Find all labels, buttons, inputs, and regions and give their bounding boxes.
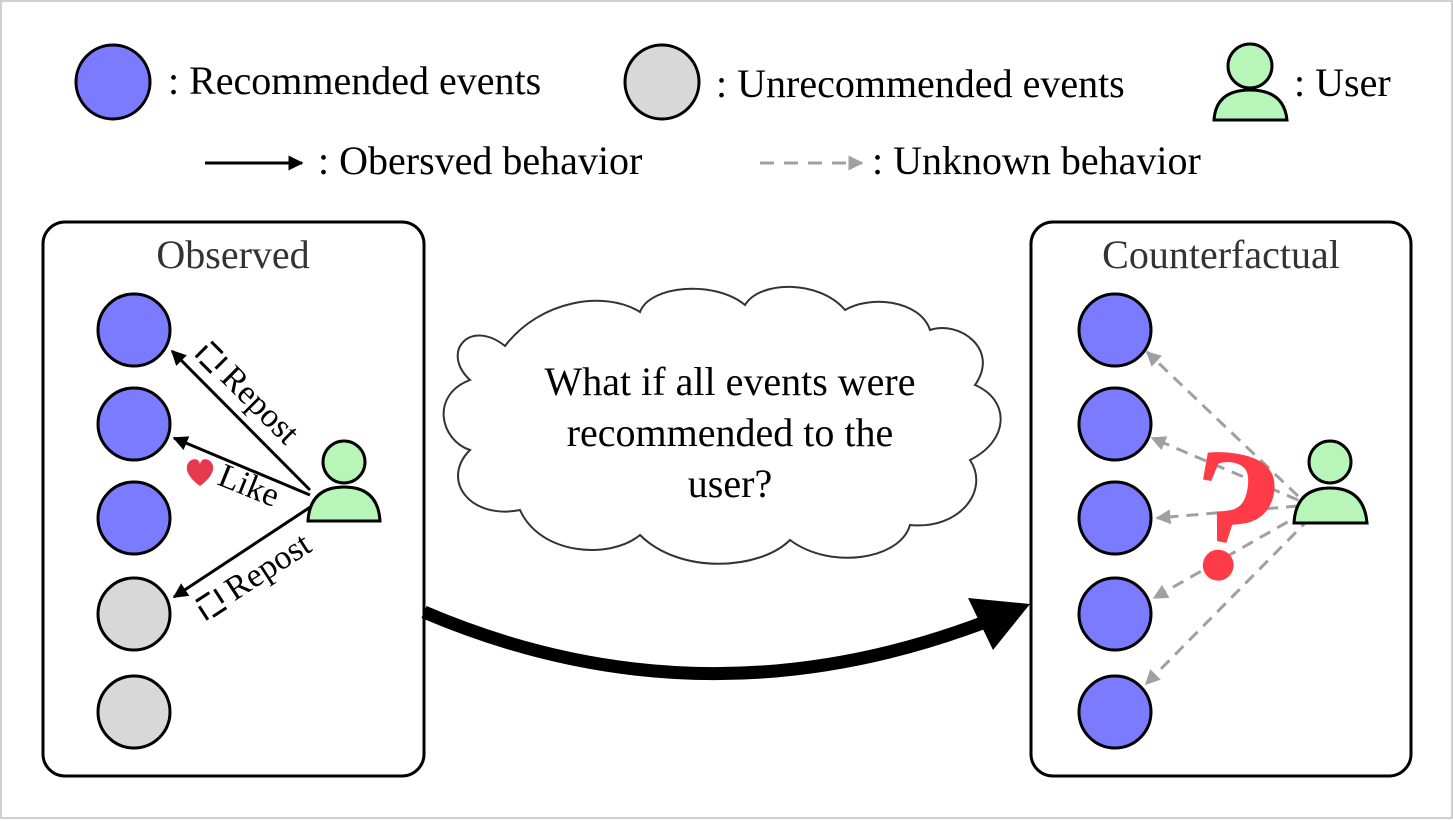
thought-bubble: What if all events were recommended to t… (442, 285, 1002, 565)
repost-arrow-bottom (172, 500, 319, 599)
repost-arrow-top (170, 349, 312, 492)
recommended-event-swatch (74, 43, 152, 121)
repost-icon (193, 339, 229, 375)
bubble-line-1: What if all events were (545, 359, 916, 404)
bubble-line-3: user? (688, 461, 772, 506)
observed-panel: Observed Repost Like Repost (41, 220, 426, 778)
observed-panel-title: Observed (156, 232, 309, 277)
counterfactual-event-5 (1077, 674, 1153, 750)
unknown-arrow-4 (1152, 510, 1306, 600)
counterfactual-event-4 (1077, 576, 1153, 652)
observed-event-2 (96, 386, 172, 462)
observed-event-5 (96, 674, 172, 750)
counterfactual-event-2 (1077, 386, 1153, 462)
observed-event-3 (96, 480, 172, 556)
counterfactual-user-icon (1292, 439, 1369, 525)
like-arrow (172, 436, 311, 497)
unknown-arrow-3 (1155, 504, 1299, 525)
legend: : Recommended events : Unrecommended eve… (74, 42, 1391, 183)
counterfactual-event-1 (1077, 292, 1153, 368)
legend-unrecommended-label: : Unrecommended events (716, 61, 1125, 106)
user-swatch-icon (1212, 42, 1289, 122)
legend-recommended-label: : Recommended events (168, 58, 541, 103)
legend-user-label: : User (1294, 60, 1391, 105)
observed-event-1 (96, 292, 172, 368)
counterfactual-panel: Counterfactual ? (1029, 220, 1413, 778)
unknown-arrow-2 (1150, 436, 1299, 502)
counterfactual-panel-title: Counterfactual (1102, 232, 1340, 277)
bubble-line-2: recommended to the (567, 410, 894, 455)
transition-arrow (421, 598, 1030, 681)
counterfactual-event-3 (1077, 480, 1153, 556)
legend-unknown-behavior-label: : Unknown behavior (872, 138, 1201, 183)
legend-observed-behavior-label: : Obersved behavior (318, 138, 642, 183)
observed-event-4 (96, 576, 172, 652)
unrecommended-event-swatch (623, 43, 701, 121)
unknown-arrow-1 (1145, 350, 1300, 498)
observed-user-icon (306, 439, 382, 523)
repost-icon-bottom (193, 587, 229, 622)
heart-icon (186, 459, 214, 486)
